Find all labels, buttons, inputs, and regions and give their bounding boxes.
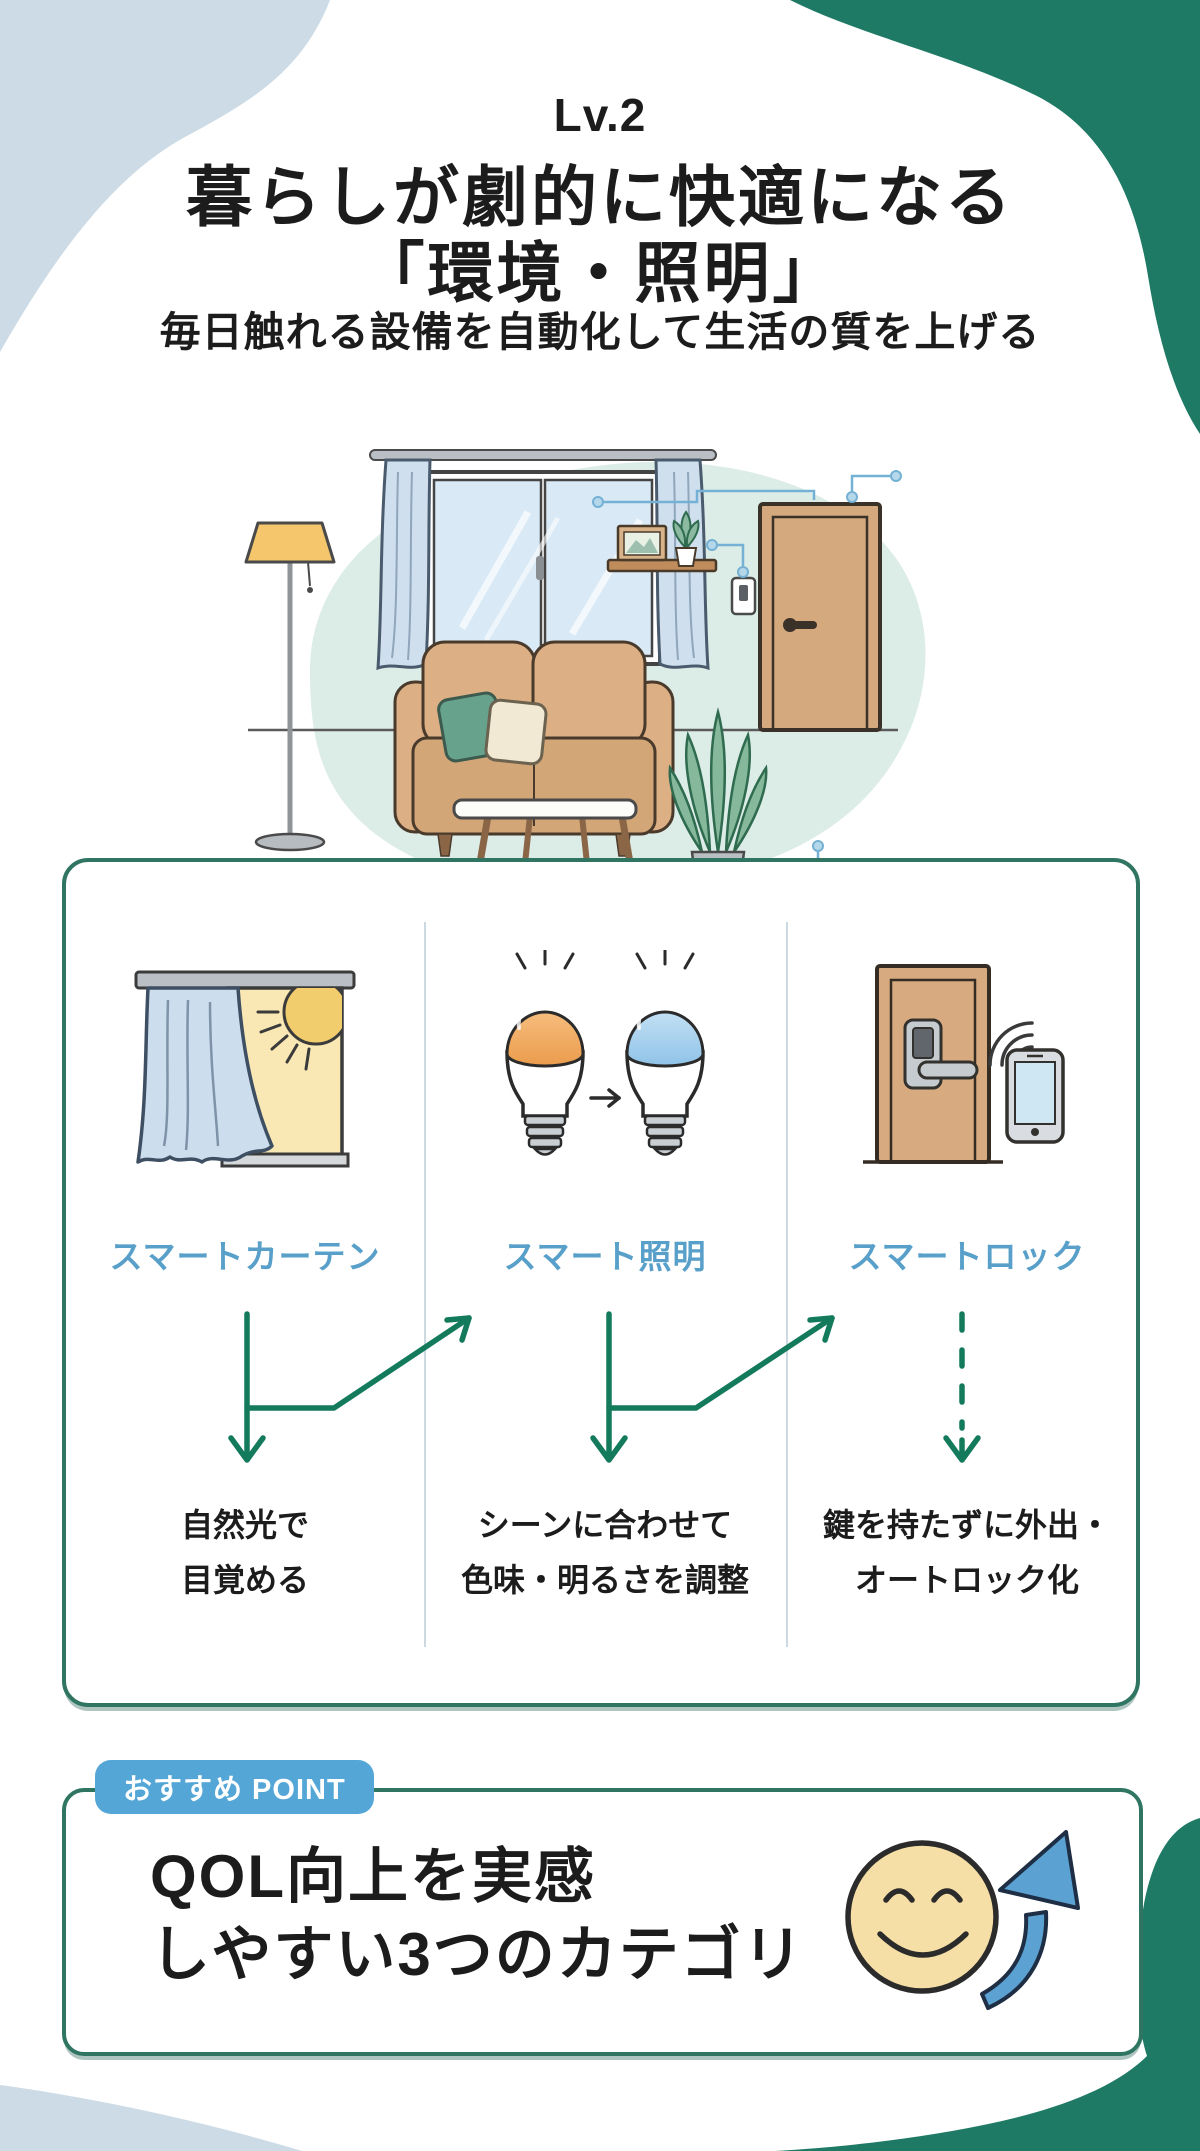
page-title-line1: 暮らしが劇的に快適になる [186,160,1014,234]
category-label-lock: スマートロック [848,1238,1086,1275]
level-label: Lv.2 [553,89,647,141]
point-text-line1: QOL向上を実感 [150,1843,596,1910]
point-text: QOL向上を実感 しやすい3つのカテゴリ [150,1838,805,1994]
smart-lock-icon [863,964,1065,1164]
blob-bottom-left [0,2085,302,2151]
smart-bulbs-icon [505,950,705,1156]
door [758,502,882,732]
column-divider-1 [424,922,426,1647]
category-column-curtain: スマートカーテン 自然光で 目覚める [66,862,424,1703]
floor-lamp [244,521,336,852]
smiley-up-arrow-graphic [845,1830,1080,2010]
wall-shelf [606,510,718,573]
category-column-lock: スマートロック 鍵を持たずに外出・ オートロック化 [788,862,1146,1703]
smart-curtain-icon [134,970,356,1168]
coffee-table [452,798,640,902]
category-desc-lighting: シーンに合わせて 色味・明るさを調整 [460,1507,749,1598]
living-room-illustration [244,449,926,916]
bulb-transition-arrow [589,1088,621,1108]
light-switch [730,576,757,616]
category-column-lighting: スマート照明 シーンに合わせて 色味・明るさを調整 [426,862,784,1703]
arrow-branch-light-to-lock [606,1315,835,1411]
column-divider-2 [786,922,788,1647]
blob-top-right [790,0,1200,434]
page-subtitle: 毎日触れる設備を自動化して生活の質を上げる [159,309,1041,355]
page-title-line2: 「環境・照明」 [358,236,842,310]
point-text-line2: しやすい3つのカテゴリ [150,1921,805,1988]
arrow-branch-curtain-to-light [244,1315,472,1411]
recommend-point-badge: おすすめ POINT [95,1760,374,1814]
categories-panel: スマートカーテン 自然光で 目覚める [62,858,1140,1707]
sofa [393,640,675,857]
category-desc-lock: 鍵を持たずに外出・ オートロック化 [822,1507,1111,1598]
category-label-lighting: スマート照明 [503,1238,707,1275]
smiley-face-icon [845,1840,999,1994]
category-label-curtain: スマートカーテン [109,1238,381,1275]
blob-bottom-right [775,1818,1200,2151]
blob-top-left [0,0,330,352]
category-desc-curtain: 自然光で 目覚める [180,1507,309,1598]
up-arrow-icon [980,1830,1080,2010]
flow-arrows [228,1311,981,1463]
left-curtain [376,458,432,671]
smartphone-icon [1005,1048,1065,1144]
